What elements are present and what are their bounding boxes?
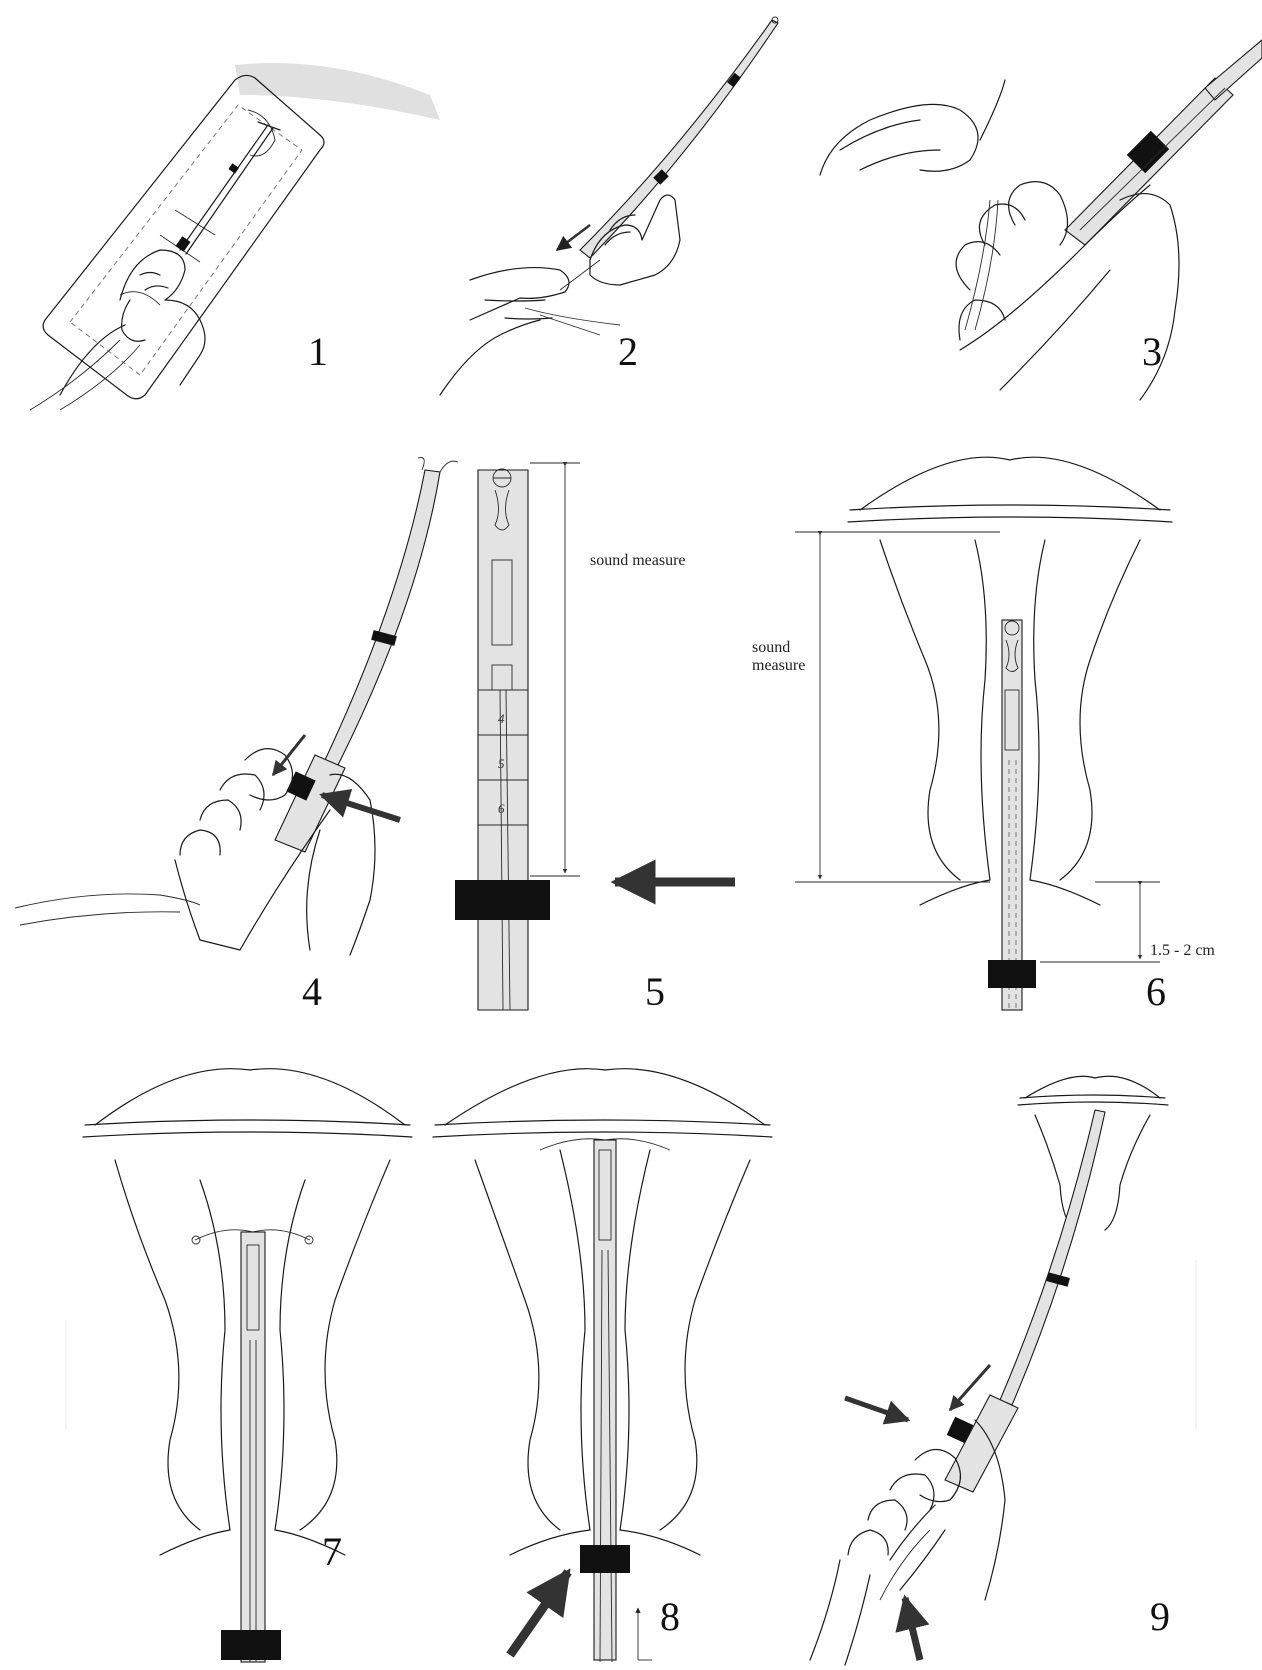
inserter-with-flange xyxy=(1065,40,1262,245)
sound-measure-label: measure xyxy=(752,657,805,674)
distance-label: 1.5 - 2 cm xyxy=(1150,942,1215,959)
loaded-inserter xyxy=(275,458,458,853)
fingers-folding-arms xyxy=(820,80,1179,400)
direction-arrow xyxy=(273,735,305,775)
panel-9: 9 xyxy=(810,1076,1170,1665)
sound-measure-label: sound xyxy=(752,639,790,656)
inserter-closeup xyxy=(455,469,550,1010)
iud-released xyxy=(192,1230,313,1662)
direction-arrow xyxy=(510,1572,568,1655)
scale-mark: 6 xyxy=(498,801,505,816)
package-illustration xyxy=(43,63,440,399)
panel-number: 5 xyxy=(645,969,665,1014)
inserter-in-uterus xyxy=(988,620,1036,1010)
inserter-tube xyxy=(580,17,778,258)
panel-number: 8 xyxy=(660,1594,680,1639)
panel-7: 7 xyxy=(83,1069,412,1662)
panel-number: 9 xyxy=(1150,1594,1170,1639)
panel-number: 7 xyxy=(322,1529,342,1574)
panel-number: 1 xyxy=(308,329,328,374)
scale-mark: 5 xyxy=(498,756,505,771)
direction-arrow xyxy=(845,1398,908,1420)
hands-loading-arms xyxy=(440,195,680,395)
sound-measure-label: sound measure xyxy=(590,552,686,569)
panel-number: 2 xyxy=(618,329,638,374)
panel-number: 3 xyxy=(1142,329,1162,374)
panel-5: 4 5 6 sound measure 5 xyxy=(455,463,735,1014)
distance-dimension: 1.5 - 2 cm xyxy=(1040,882,1215,962)
scale-mark: 4 xyxy=(498,711,505,726)
inserter-withdrawal xyxy=(945,1110,1105,1492)
direction-arrow xyxy=(905,1598,920,1660)
hand-holding-package xyxy=(30,250,205,410)
panel-number: 4 xyxy=(302,969,322,1014)
panel-6: sound measure 1.5 - 2 cm 6 xyxy=(752,457,1215,1014)
direction-arrow xyxy=(950,1365,990,1410)
panel-2: 2 xyxy=(440,17,778,395)
sound-measure-dimension: sound measure xyxy=(752,532,1000,882)
direction-arrow xyxy=(322,795,400,820)
panel-4: 4 xyxy=(15,458,458,1015)
sound-measure-dimension: sound measure xyxy=(530,463,686,876)
panel-8: 8 xyxy=(433,1069,772,1662)
panel-number: 6 xyxy=(1146,969,1166,1014)
iud-in-package xyxy=(175,122,280,254)
panel-3: 3 xyxy=(820,40,1262,400)
panel-1: 1 xyxy=(30,63,440,410)
